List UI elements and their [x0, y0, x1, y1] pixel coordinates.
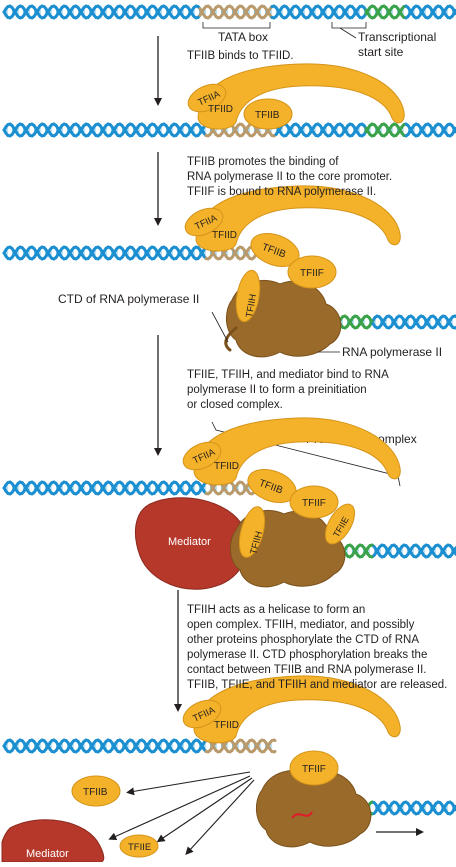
caption-line: polymerase II. CTD phosphorylation break… [187, 648, 456, 663]
step-caption-1: TFIIB binds to TFIID. [187, 49, 294, 64]
start-site-leader [340, 28, 356, 38]
factor-label-mediator-4: Mediator [168, 536, 211, 548]
step-caption-2: TFIIB promotes the binding of RNA polyme… [187, 155, 392, 200]
dna-helix-5a [4, 740, 275, 752]
tfiid-body-4 [194, 418, 400, 485]
factor-label-tfiid-2: TFIID [208, 104, 233, 115]
factor-label-tfiib-5: TFIIB [83, 787, 108, 798]
factor-label-mediator-5: Mediator [26, 848, 69, 860]
caption-line: TFIIB promotes the binding of [187, 155, 392, 170]
release-arrow-tfiih [188, 780, 254, 852]
caption-line: open complex. TFIIH, mediator, and possi… [187, 618, 456, 633]
ctd-leader [212, 312, 228, 342]
caption-line: other proteins phosphorylate the CTD of … [187, 633, 456, 648]
release-arrow-tfiie [160, 778, 252, 840]
dna-helix-1 [4, 6, 456, 18]
label-tata-box: TATA box [218, 30, 268, 44]
caption-line: polymerase II to form a preinitiation [187, 383, 389, 398]
start-site-bracket [332, 22, 366, 28]
step-caption-4: TFIIH acts as a helicase to form an open… [187, 603, 456, 693]
factor-label-tfiid-4: TFIID [214, 461, 239, 472]
factor-label-tfiie-5: TFIIE [128, 842, 151, 853]
release-arrow-tfiib [130, 772, 250, 792]
factor-label-tfiib-2: TFIIB [255, 110, 280, 121]
label-start-site-2: start site [358, 45, 404, 59]
tata-bracket [203, 22, 270, 28]
caption-line: TFIIH acts as a helicase to form an [187, 603, 456, 618]
caption-line: TFIIB, TFIIE, and TFIIH and mediator are… [187, 678, 456, 693]
factor-label-tfiif-3: TFIIF [300, 268, 324, 279]
label-rna-pol: RNA polymerase II [342, 345, 442, 359]
caption-line: TFIIE, TFIIH, and mediator bind to RNA [187, 368, 389, 383]
dna-helix-4a [4, 482, 275, 494]
factor-label-tfiif-4: TFIIF [302, 498, 326, 509]
factor-label-tfiid-5: TFIID [214, 720, 239, 731]
caption-line: or closed complex. [187, 398, 389, 413]
step-caption-3: TFIIE, TFIIH, and mediator bind to RNA p… [187, 368, 389, 413]
tfiid-body-2 [198, 64, 404, 129]
caption-line: RNA polymerase II to the core promoter. [187, 170, 392, 185]
caption-line: TFIIF is bound to RNA polymerase II. [187, 185, 392, 200]
factor-label-tfiif-5: TFIIF [302, 764, 326, 775]
dna-helix-3a [4, 247, 275, 259]
label-ctd: CTD of RNA polymerase II [58, 292, 199, 306]
label-start-site-1: Transcriptional [358, 30, 436, 44]
factor-label-tfiid-3: TFIID [212, 230, 237, 241]
caption-line: TFIIB binds to TFIID. [187, 49, 294, 64]
caption-line: contact between TFIIB and RNA polymerase… [187, 663, 456, 678]
